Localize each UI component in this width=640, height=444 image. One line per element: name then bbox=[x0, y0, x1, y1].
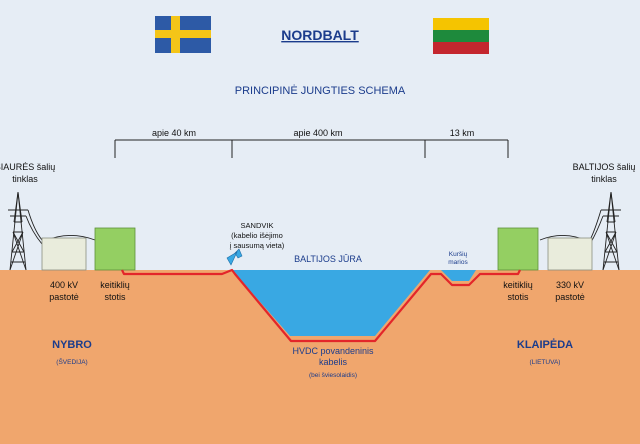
sweden-flag bbox=[155, 16, 211, 53]
left-network-label-line2: tinklas bbox=[12, 174, 38, 184]
distance-label-left: apie 40 km bbox=[152, 128, 196, 138]
sandvik-arrow-icon bbox=[226, 248, 243, 266]
distance-bracket bbox=[114, 139, 509, 158]
cable-label-line2: kabelis bbox=[319, 357, 348, 367]
diagram-subtitle: PRINCIPINĖ JUNGTIES SCHEMA bbox=[235, 84, 406, 97]
left-converter-station bbox=[94, 227, 136, 271]
distance-label-right: 13 km bbox=[450, 128, 475, 138]
right-substation-label-line2: pastotė bbox=[555, 292, 585, 302]
left-substation-label-line1: 400 kV bbox=[50, 280, 78, 290]
left-country-label: (ŠVEDIJA) bbox=[56, 357, 87, 366]
hvdc-cable bbox=[121, 268, 521, 343]
right-country-label: (LIETUVA) bbox=[530, 359, 561, 366]
left-converter-label-line1: keitiklių bbox=[100, 280, 130, 290]
lithuania-flag bbox=[433, 18, 489, 54]
lagoon-label-line2: marios bbox=[448, 259, 468, 266]
sandvik-label-line3: į sausumą vieta) bbox=[230, 241, 285, 250]
right-city-label: KLAIPĖDA bbox=[517, 338, 573, 351]
baltic-sea bbox=[232, 270, 430, 336]
left-substation-label-line2: pastotė bbox=[49, 292, 79, 302]
sandvik-label-line1: SANDVIK bbox=[241, 221, 274, 230]
cable-label-line1: HVDC povandeninis bbox=[292, 346, 374, 356]
left-city-label: NYBRO bbox=[52, 339, 92, 351]
left-substation bbox=[41, 237, 87, 271]
right-substation bbox=[547, 237, 593, 271]
sky-background bbox=[0, 0, 640, 272]
sandvik-label-line2: (kabelio išėjimo bbox=[231, 231, 283, 240]
right-network-label-line1: BALTIJOS šalių bbox=[573, 162, 636, 172]
lagoon-label-line1: Kuršių bbox=[449, 251, 468, 258]
left-converter-label-line2: stotis bbox=[104, 292, 126, 302]
right-converter-label-line1: keitiklių bbox=[503, 280, 533, 290]
right-network-label-line2: tinklas bbox=[591, 174, 617, 184]
sea-label: BALTIJOS JŪRA bbox=[294, 254, 362, 264]
curonian-lagoon bbox=[441, 270, 476, 281]
right-converter-label-line2: stotis bbox=[507, 292, 529, 302]
cable-label-line3: (bei šviesolaidis) bbox=[309, 372, 357, 379]
right-converter-station bbox=[497, 227, 539, 271]
left-pylon-icon bbox=[8, 191, 43, 271]
distance-label-middle: apie 400 km bbox=[293, 128, 342, 138]
right-substation-label-line1: 330 kV bbox=[556, 280, 584, 290]
diagram-title: NORDBALT bbox=[281, 27, 359, 43]
left-network-label-line1: ŠIAURĖS šalių bbox=[0, 162, 55, 172]
